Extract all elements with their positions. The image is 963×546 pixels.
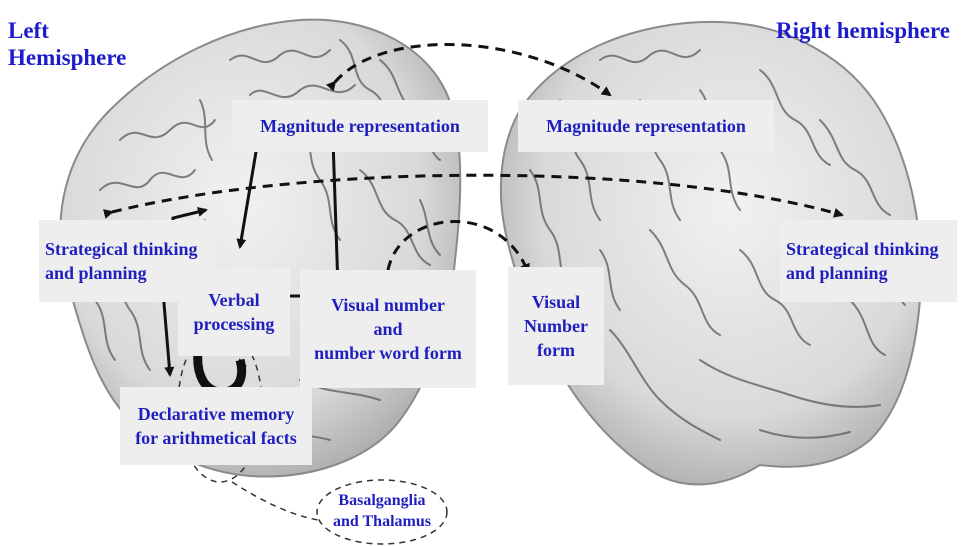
magnitude-left-label: Magnitude representation — [232, 100, 488, 152]
right-hemisphere-title: Right hemisphere — [776, 17, 950, 44]
left-hemisphere-title: Left Hemisphere — [8, 17, 126, 71]
basal-ganglia-label: Basalganglia and Thalamus — [322, 490, 442, 532]
declarative-memory-label: Declarative memory for arithmetical fact… — [120, 387, 312, 465]
visual-number-left-label: Visual number and number word form — [300, 270, 476, 388]
visual-number-right-label: Visual Number form — [508, 267, 604, 385]
verbal-processing-label: Verbal processing — [178, 268, 290, 356]
basal-connector-line — [232, 482, 318, 520]
strategic-right-label: Strategical thinking and planning — [780, 220, 957, 302]
magnitude-right-label: Magnitude representation — [518, 100, 774, 152]
